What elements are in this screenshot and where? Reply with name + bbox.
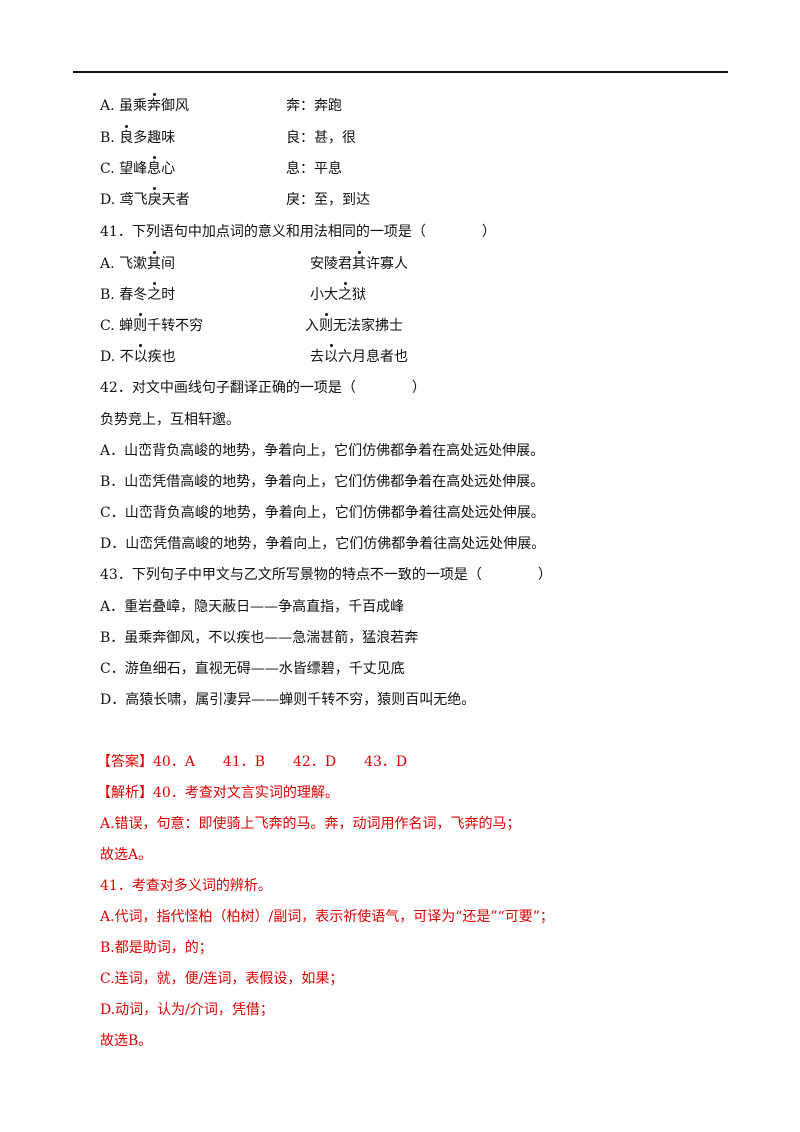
answer-text: 40．A 41．B 42．D 43．D — [153, 754, 408, 770]
q42-option-c: C．山峦背负高峻的地势，争着向上，它们仿佛都争着往高处远处伸展。 — [100, 505, 545, 521]
dotted-char: 良 — [119, 125, 134, 146]
q40-meaning-b: 良：甚，很 — [286, 130, 356, 146]
q40-meaning-a: 奔：奔跑 — [286, 98, 342, 114]
q41-stem: 41．下列语句中加点词的意义和用法相同的一项是（ ） — [100, 224, 496, 240]
dotted-char: 息 — [147, 156, 162, 177]
q43-option-c: C．游鱼细石，直视无碍——水皆缥碧，千丈见底 — [100, 661, 405, 677]
analysis-label: 【解析】 — [97, 785, 153, 801]
answer-label: 【答案】 — [97, 754, 153, 770]
q40-meaning-c: 息：平息 — [286, 161, 342, 177]
dotted-char: 则 — [319, 313, 333, 334]
analysis-line-8: D.动词，认为/介词，凭借； — [100, 1002, 274, 1018]
dotted-char: 之 — [338, 282, 352, 303]
q40-option-a: A. 虽乘奔御风 — [100, 93, 190, 114]
dotted-char: 其 — [352, 251, 366, 272]
analysis-line-2: A.错误，句意：即使骑上飞奔的马。奔，动词用作名词，飞奔的马； — [100, 816, 521, 832]
q40-option-b: B. 良多趣味 — [100, 125, 176, 146]
analysis-line-4: 41．考查对多义词的辨析。 — [100, 878, 272, 894]
analysis-line-3: 故选A。 — [100, 847, 153, 863]
q43-option-b: B．虽乘奔御风，不以疾也——急湍甚箭，猛浪若奔 — [100, 630, 419, 646]
analysis-line-1: 【解析】40．考查对文言实词的理解。 — [97, 785, 339, 801]
q42-option-b: B．山峦凭借高峻的地势，争着向上，它们仿佛都争着在高处远处伸展。 — [100, 474, 545, 490]
q43-option-d: D．高猿长啸，属引凄异——蝉则千转不穷，猿则百叫无绝。 — [100, 692, 476, 708]
q42-stem: 42．对文中画线句子翻译正确的一项是（ ） — [100, 380, 426, 396]
q41-option-b: B. 春冬之时 — [100, 282, 176, 303]
analysis-line-9: 故选B。 — [100, 1033, 153, 1049]
q41-option-c-right: 入则无法家拂士 — [305, 313, 403, 334]
q40-option-c: C. 望峰息心 — [100, 156, 176, 177]
answer-line: 【答案】40．A 41．B 42．D 43．D — [97, 752, 407, 772]
q41-option-b-right: 小大之狱 — [310, 282, 366, 303]
q41-option-a: A. 飞漱其间 — [100, 251, 176, 272]
q41-option-d: D. 不以疾也 — [100, 344, 176, 365]
q43-option-a: A．重岩叠嶂，隐天蔽日——争高直指，千百成峰 — [100, 599, 405, 615]
analysis-line-5: A.代词，指代怪柏（柏树）/副词，表示祈使语气，可译为“还是”“可要”； — [100, 909, 554, 925]
q42-sentence: 负势竞上，互相轩邈。 — [100, 412, 240, 428]
q42-option-d: D．山峦凭借高峻的地势，争着向上，它们仿佛都争着往高处远处伸展。 — [100, 536, 546, 552]
dotted-char: 其 — [147, 251, 162, 272]
analysis-line-6: B.都是助词，的； — [100, 940, 213, 956]
dotted-char: 以 — [324, 344, 338, 365]
q40-option-d: D. 鸢飞戾天者 — [100, 187, 190, 208]
dotted-char: 则 — [133, 313, 148, 334]
q41-option-c: C. 蝉则千转不穷 — [100, 313, 204, 334]
q43-stem: 43．下列句子中甲文与乙文所写景物的特点不一致的一项是（ ） — [100, 567, 552, 583]
q40-meaning-d: 戾：至，到达 — [286, 192, 370, 208]
header-rule — [73, 71, 728, 73]
dotted-char: 以 — [133, 344, 148, 365]
dotted-char: 奔 — [147, 93, 162, 114]
analysis-line-7: C.连词，就，便/连词，表假设，如果； — [100, 971, 344, 987]
q42-option-a: A．山峦背负高峻的地势，争着向上，它们仿佛都争着在高处远处伸展。 — [100, 443, 545, 459]
q41-option-d-right: 去以六月息者也 — [310, 344, 408, 365]
dotted-char: 戾 — [147, 187, 162, 208]
dotted-char: 之 — [147, 282, 162, 303]
q41-option-a-right: 安陵君其许寡人 — [310, 251, 408, 272]
